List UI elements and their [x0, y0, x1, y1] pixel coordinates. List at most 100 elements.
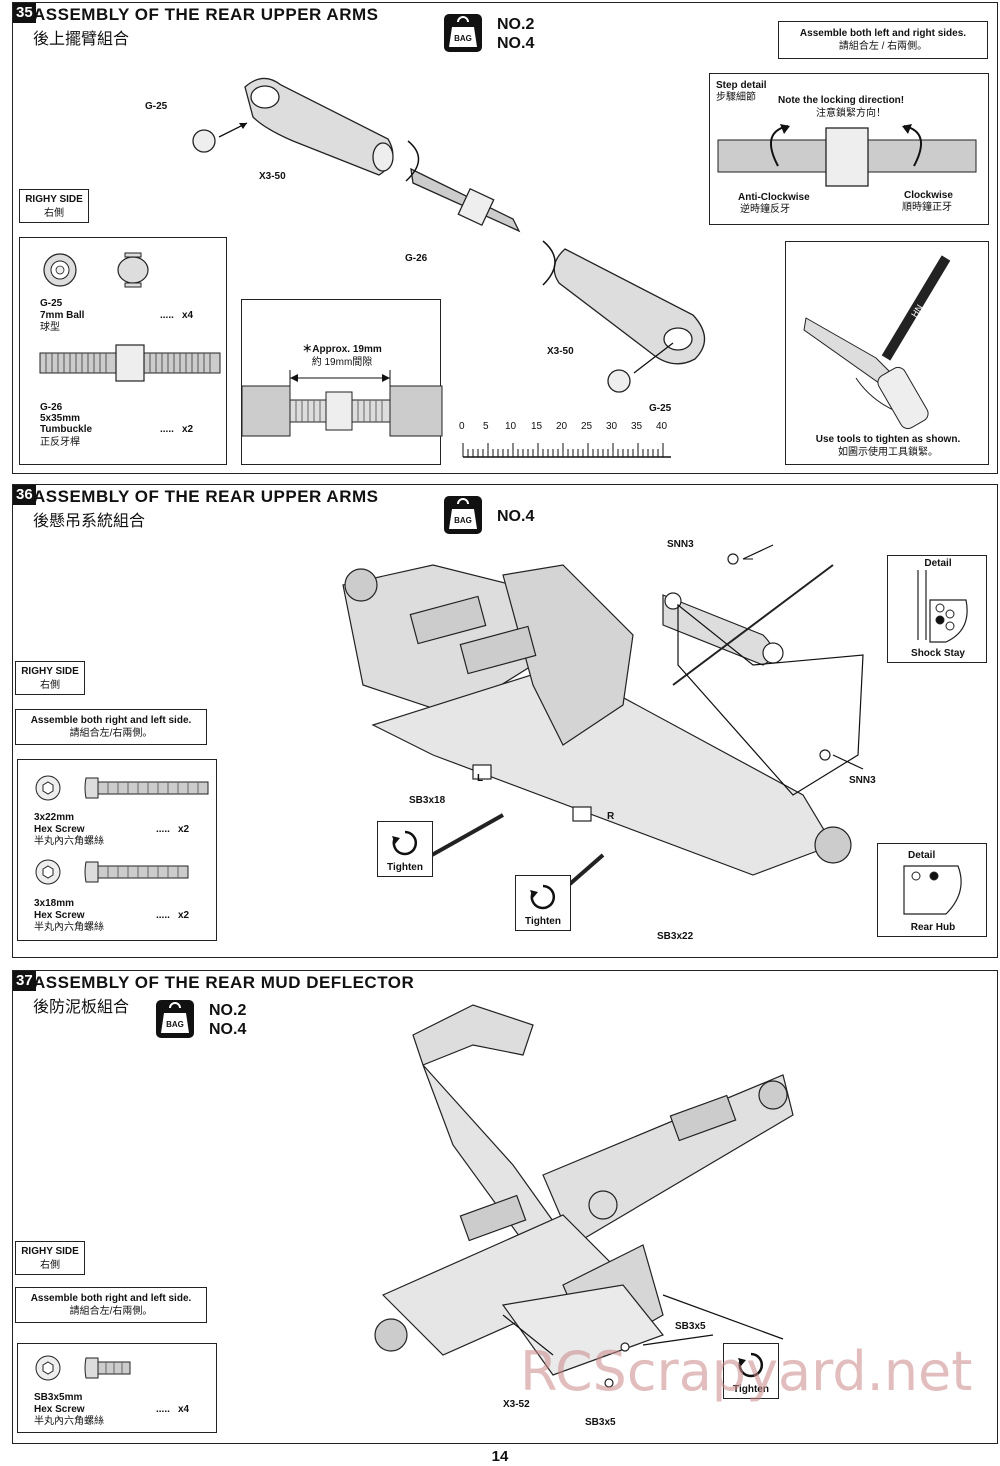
ruler-tick-label: 40 [656, 421, 668, 432]
part-name-zh: 正反牙桿 [40, 437, 80, 448]
bag-numbers: NO.4 [497, 507, 534, 526]
bag-number: NO.2 [209, 1002, 247, 1019]
step-title: ASSEMBLY OF THE REAR UPPER ARMS [33, 487, 379, 506]
rear-suspension-diagram [342, 544, 864, 927]
bag-number: NO.4 [497, 508, 535, 525]
upper-arm-exploded-diagram [192, 77, 706, 393]
part-code: G-25 [40, 298, 63, 309]
tool-note-en: Use tools to tighten as shown. [815, 434, 961, 445]
ruler-tick-label: 25 [581, 421, 593, 432]
part-qty-dots: ..... [160, 310, 174, 321]
svg-text:BAG: BAG [454, 34, 472, 43]
label-g25-top: G-25 [145, 101, 168, 112]
part-name-zh: 球型 [40, 322, 60, 333]
part-name: Hex Screw [34, 910, 85, 921]
gap-diagram [241, 370, 443, 437]
label-snn3-right: SNN3 [849, 775, 876, 786]
tighten-icon [738, 1352, 764, 1378]
step-detail-title-zh: 步驟細節 [716, 92, 756, 103]
hex-screw-18-icon [84, 861, 189, 883]
ruler-tick-label: 10 [505, 421, 517, 432]
shock-stay-diagram [917, 570, 968, 643]
parts-box: 3x22mm Hex Screw 半丸內六角螺絲 ..... x2 3x18mm… [17, 759, 217, 941]
righy-side-box: RIGHY SIDE 右側 [19, 189, 89, 223]
rear-mud-deflector-diagram [374, 1004, 794, 1388]
tighten-box: Tighten [723, 1343, 779, 1399]
part-name: 7mm Ball [40, 310, 85, 321]
part-name-zh: 半丸內六角螺絲 [34, 836, 104, 847]
ruler [462, 443, 671, 458]
approx-zh: 約 19mm間隙 [311, 357, 373, 368]
part-name-zh: 半丸內六角螺絲 [34, 1416, 104, 1427]
detail-shock-stay-box: Detail Shock Stay [887, 555, 987, 663]
righy-side-box: RIGHY SIDE 右側 [15, 1241, 85, 1275]
turnbuckle-direction-diagram [717, 124, 977, 187]
detail-title: Detail [924, 558, 952, 569]
ruler-tick-label: 30 [606, 421, 618, 432]
part-name-zh: 半丸內六角螺絲 [34, 922, 104, 933]
page-number: 14 [491, 1448, 509, 1465]
hex-screw-22-icon [84, 777, 209, 799]
bag-icon: BAG [444, 496, 482, 534]
approx-en: ＊Approx. 19mm [302, 344, 382, 355]
label-sb3x5-top: SB3x5 [675, 1321, 706, 1332]
hex-screw-5-icon [84, 1357, 131, 1379]
part-qty-dots: ..... [160, 424, 174, 435]
anti-clockwise-zh: 逆時鐘反牙 [740, 204, 790, 215]
part-code: 3x22mm [34, 812, 75, 823]
tighten-icon [392, 830, 418, 856]
righy-side-zh: 右側 [40, 1260, 60, 1271]
part-code: SB3x5mm [34, 1392, 83, 1403]
part-qty: x4 [178, 1404, 190, 1415]
tool-note-zh: 如圖示使用工具鎖緊。 [838, 447, 938, 458]
side-note-zh: 請組合左 / 右兩側。 [838, 41, 928, 52]
label-x352: X3-52 [503, 1399, 530, 1410]
step-title-zh: 後懸吊系統組合 [33, 513, 146, 530]
svg-text:BAG: BAG [166, 1020, 184, 1029]
label-sb3x5-bottom: SB3x5 [585, 1417, 616, 1428]
part-qty-dots: ..... [156, 910, 170, 921]
part-qty: x4 [182, 310, 194, 321]
righy-side-zh: 右側 [40, 680, 60, 691]
tighten-box: Tighten [515, 875, 571, 931]
side-note-box: Assemble both right and left side. 請組合左/… [15, 1287, 207, 1323]
tighten-label: Tighten [733, 1384, 769, 1395]
ruler-tick-label: 35 [631, 421, 643, 432]
part-name: Hex Screw [34, 824, 85, 835]
bag-number: NO.4 [209, 1021, 247, 1038]
gap-detail-box: ＊Approx. 19mm 約 19mm間隙 [241, 299, 443, 465]
side-note-box: Assemble both right and left side. 請組合左/… [15, 709, 207, 745]
detail-caption: Rear Hub [910, 922, 956, 933]
step-title: ASSEMBLY OF THE REAR MUD DEFLECTOR [33, 973, 415, 992]
step-detail-box: Step detail 步驟細節 Note the locking direct… [709, 73, 989, 225]
hex-screw-head-icon [35, 775, 61, 801]
side-note-en: Assemble both left and right sides. [799, 28, 967, 39]
righy-side-box: RIGHY SIDE 右側 [15, 661, 85, 695]
label-x350-bottom: X3-50 [547, 346, 574, 357]
part-code: G-26 [40, 402, 63, 413]
part-name: Hex Screw [34, 1404, 85, 1415]
turnbuckle-icon [39, 344, 221, 382]
step-number: 35 [13, 3, 36, 23]
part-qty: x2 [178, 910, 190, 921]
step-37-panel: 37 ASSEMBLY OF THE REAR MUD DEFLECTOR 後防… [12, 970, 998, 1444]
rear-hub-diagram [903, 865, 962, 915]
tighten-label: Tighten [525, 916, 561, 927]
ruler-tick-label: 15 [531, 421, 543, 432]
part-qty: x2 [182, 424, 194, 435]
clockwise-zh: 順時鐘正牙 [902, 202, 952, 213]
tighten-icon [530, 884, 556, 910]
righy-side-zh: 右側 [44, 208, 64, 219]
step-title-zh: 後防泥板組合 [33, 999, 130, 1016]
righy-side-en: RIGHY SIDE [25, 194, 83, 205]
step-number: 36 [13, 485, 36, 505]
wrench-diagram: HN [803, 255, 951, 430]
ruler-tick-label: 0 [459, 421, 465, 432]
anti-clockwise-label: Anti-Clockwise [738, 192, 810, 203]
part-qty-dots: ..... [156, 824, 170, 835]
ruler-tick-label: 5 [483, 421, 489, 432]
step-36-panel: 36 ASSEMBLY OF THE REAR UPPER ARMS 後懸吊系統… [12, 484, 998, 958]
detail-caption: Shock Stay [911, 648, 965, 659]
label-g26: G-26 [405, 253, 428, 264]
detail-title: Detail [908, 850, 936, 861]
